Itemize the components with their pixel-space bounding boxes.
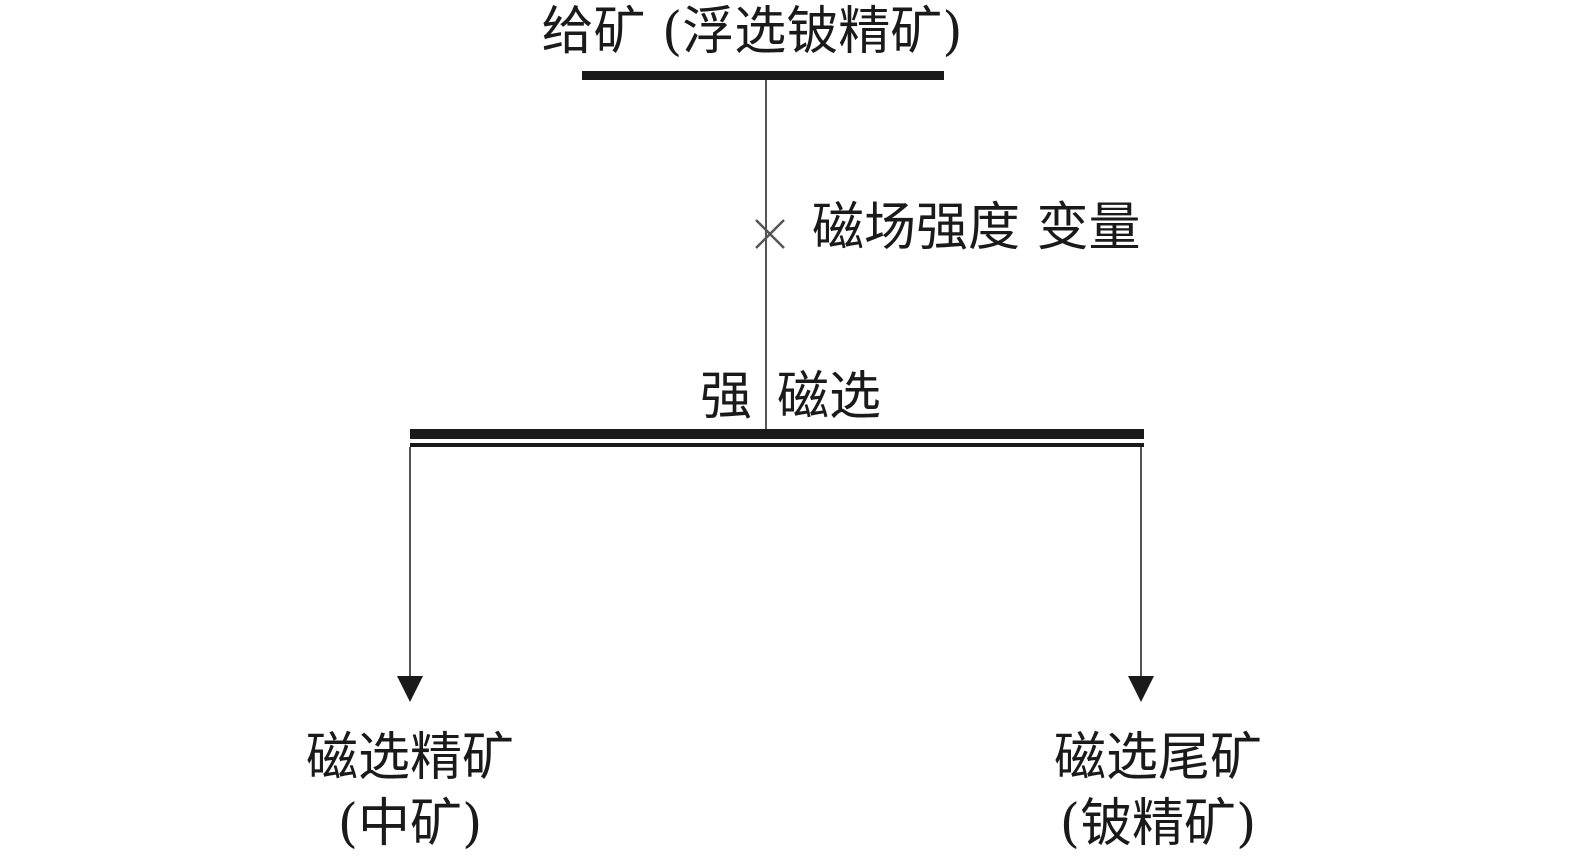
operation-label-part-1: 强 (700, 367, 753, 427)
operation-label-part-2: 磁选 (777, 367, 882, 427)
operation-bar-top (410, 429, 1144, 439)
operation-bar-bottom (410, 443, 1144, 447)
concentrate-name: 磁选精矿 (305, 728, 514, 788)
tailings-name: 磁选尾矿 (1053, 728, 1262, 788)
concentrate-note: (中矿) (337, 794, 483, 854)
concentrate-product-label: 磁选精矿 (中矿) (250, 725, 570, 857)
feed-bar (582, 71, 944, 80)
tailings-arrowhead (1128, 676, 1154, 702)
tailings-note: (铍精矿) (1059, 794, 1257, 854)
concentrate-arrowhead (397, 676, 423, 702)
condition-label: 磁场强度 变量 (812, 198, 1141, 258)
feed-label: 给矿 (浮选铍精矿) (541, 2, 963, 62)
tailings-product-label: 磁选尾矿 (铍精矿) (998, 725, 1318, 857)
variable-cross-marker (755, 219, 785, 249)
